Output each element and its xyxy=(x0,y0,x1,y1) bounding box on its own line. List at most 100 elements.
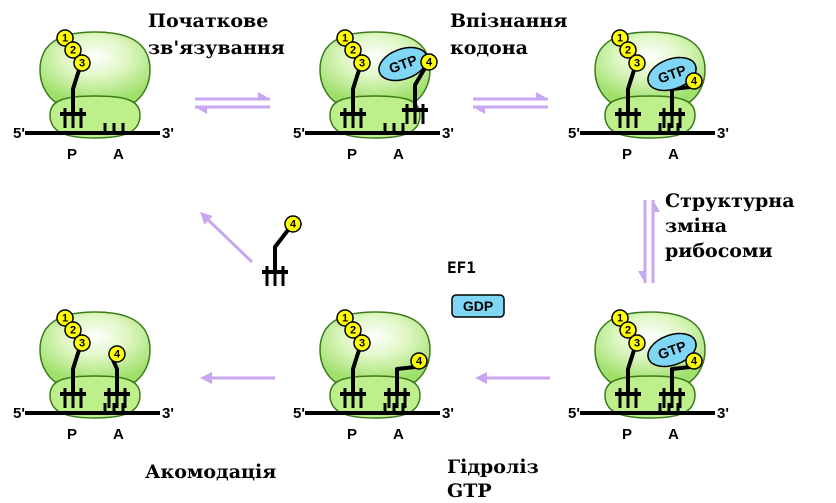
svg-text:4: 4 xyxy=(416,356,423,368)
badge-2: 2 xyxy=(344,321,362,339)
mrna-5-end: 5' xyxy=(13,125,25,142)
svg-text:2: 2 xyxy=(625,45,631,57)
mrna-3-end: 3' xyxy=(162,405,174,422)
trna-p-site xyxy=(615,66,641,128)
label-gtp-hydrolysis: Гідроліз GTP xyxy=(447,456,539,502)
svg-text:1: 1 xyxy=(62,33,68,45)
site-a-label: A xyxy=(668,426,679,443)
trna-a-site xyxy=(104,359,130,408)
mrna-5-end: 5' xyxy=(293,125,305,142)
svg-text:1: 1 xyxy=(62,313,68,325)
svg-text:1: 1 xyxy=(342,313,348,325)
badge-4: 4 xyxy=(410,352,428,370)
trna-p-site xyxy=(615,346,641,408)
svg-text:3: 3 xyxy=(79,58,85,70)
svg-text:Початкове: Початкове xyxy=(148,10,268,32)
arrow-release xyxy=(200,212,254,264)
svg-text:2: 2 xyxy=(70,45,76,57)
panel-gtp-hydrolysis: 5' 3' P A 123 4 xyxy=(293,309,454,443)
svg-text:Акомодація: Акомодація xyxy=(145,461,276,483)
site-p-label: P xyxy=(67,426,77,443)
mrna-5-end: 5' xyxy=(568,125,580,142)
mrna-3-end: 3' xyxy=(442,125,454,142)
arrow-accommodation xyxy=(200,372,275,384)
gdp-badge: GDP xyxy=(451,294,505,318)
badge-2: 2 xyxy=(619,41,637,59)
site-a-label: A xyxy=(393,426,404,443)
badge-1: 1 xyxy=(56,29,74,47)
mrna-3-end: 3' xyxy=(717,405,729,422)
badge-3: 3 xyxy=(353,334,371,352)
site-a-label: A xyxy=(113,146,124,163)
mrna-3-end: 3' xyxy=(717,125,729,142)
badge-2: 2 xyxy=(619,321,637,339)
svg-text:3: 3 xyxy=(634,338,640,350)
svg-text:Гідроліз: Гідроліз xyxy=(447,456,539,478)
svg-text:зміна: зміна xyxy=(665,215,727,237)
gtp-ef1-complex: GTP xyxy=(647,332,697,368)
svg-text:рибосоми: рибосоми xyxy=(665,240,773,262)
svg-text:4: 4 xyxy=(114,349,121,361)
ef1-label: EF1 xyxy=(447,258,476,277)
svg-text:4: 4 xyxy=(691,356,698,368)
badge-3: 3 xyxy=(628,334,646,352)
mrna-5-end: 5' xyxy=(293,405,305,422)
svg-text:Структурна: Структурна xyxy=(665,190,795,212)
large-subunit xyxy=(319,311,431,383)
svg-text:2: 2 xyxy=(350,325,356,337)
badge-1: 1 xyxy=(336,309,354,327)
svg-text:1: 1 xyxy=(617,33,623,45)
label-codon-recognition: Впізнання кодона xyxy=(450,10,567,59)
svg-text:4: 4 xyxy=(691,76,698,88)
site-a-label: A xyxy=(113,426,124,443)
badge-1: 1 xyxy=(56,309,74,327)
equilibrium-arrow-2 xyxy=(473,92,548,114)
mrna-3-end: 3' xyxy=(442,405,454,422)
svg-text:3: 3 xyxy=(79,338,85,350)
badge-3: 3 xyxy=(628,54,646,72)
svg-text:GDP: GDP xyxy=(463,298,493,314)
trna-p-site xyxy=(60,346,86,408)
badge-4: 4 xyxy=(420,53,438,71)
large-subunit xyxy=(39,311,151,383)
trna-a-site xyxy=(402,66,428,124)
svg-text:4: 4 xyxy=(290,219,297,231)
trna-p-site xyxy=(340,346,366,408)
trna-a-site xyxy=(384,365,416,408)
site-p-label: P xyxy=(67,146,77,163)
mrna-5-end: 5' xyxy=(568,405,580,422)
gtp-ef1-complex: GTP xyxy=(647,56,697,92)
label-accommodation: Акомодація xyxy=(145,461,276,483)
svg-text:2: 2 xyxy=(350,45,356,57)
badge-3: 3 xyxy=(353,54,371,72)
svg-text:кодона: кодона xyxy=(450,37,528,59)
svg-text:1: 1 xyxy=(617,313,623,325)
arrow-gtp-hydrolysis xyxy=(475,372,550,384)
site-p-label: P xyxy=(347,426,357,443)
trna-p-site xyxy=(60,66,86,128)
trna-p-site xyxy=(340,66,366,128)
badge-4: 4 xyxy=(685,352,703,370)
svg-text:3: 3 xyxy=(359,338,365,350)
svg-text:4: 4 xyxy=(426,57,433,69)
badge-4: 4 xyxy=(284,215,302,233)
badge-2: 2 xyxy=(64,41,82,59)
svg-text:2: 2 xyxy=(625,325,631,337)
released-trna: 4 xyxy=(262,215,302,286)
badge-1: 1 xyxy=(611,29,629,47)
equilibrium-arrow-1 xyxy=(195,92,270,114)
badge-2: 2 xyxy=(64,321,82,339)
site-p-label: P xyxy=(622,426,632,443)
svg-text:GTP: GTP xyxy=(447,480,492,502)
svg-text:зв'язування: зв'язування xyxy=(148,37,285,59)
mrna-3-end: 3' xyxy=(162,125,174,142)
reaction-arrows xyxy=(195,92,660,384)
site-a-label: A xyxy=(393,146,404,163)
site-p-label: P xyxy=(347,146,357,163)
badge-1: 1 xyxy=(611,309,629,327)
